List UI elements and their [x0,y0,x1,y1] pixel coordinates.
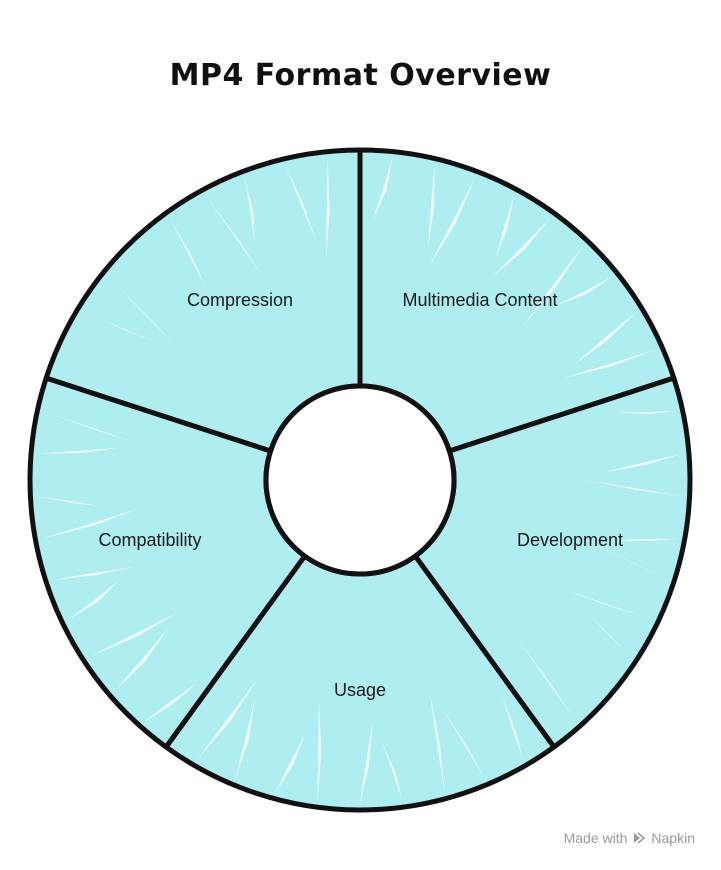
sketch-highlight [601,453,683,473]
sketch-highlight [429,692,445,793]
sketch-highlight [88,612,180,658]
sketch-highlight [517,639,576,722]
sketch-highlight [51,566,135,581]
sketch-highlight [325,157,330,259]
napkin-brand-label: Napkin [651,830,695,846]
sketch-highlight [275,734,306,793]
segment-label: Multimedia Content [402,290,557,310]
sketch-highlight [317,700,322,802]
sketch-highlight [285,164,317,242]
sketch-highlight [36,496,102,507]
sketch-highlight [573,311,637,366]
sketch-highlight [502,697,524,760]
center-hole [263,383,457,577]
segment-label: Usage [334,680,386,700]
sketch-highlight [610,411,677,415]
sketch-highlight [360,721,373,804]
sketch-highlight [244,177,255,243]
sketch-highlight [556,587,653,620]
sketch-highlight [196,679,258,760]
sketch-highlight [43,411,139,445]
sketch-highlight [205,195,264,278]
sketch-highlight [428,164,435,248]
segment-label: Development [517,530,623,550]
sketch-highlight [37,447,121,454]
diagram-title: MP4 Format Overview [169,58,552,93]
sketch-highlight [495,195,515,259]
sketch-highlight [522,245,584,326]
sketch-highlight [144,682,198,722]
made-with-label: Made with [563,830,628,846]
napkin-logo-icon [634,832,646,844]
sketch-highlight [584,610,632,658]
segment-label: Compatibility [98,530,201,550]
made-with-napkin[interactable]: Made with Napkin [564,830,695,846]
segment-label: Compression [187,290,293,310]
sketch-highlight [612,538,679,541]
